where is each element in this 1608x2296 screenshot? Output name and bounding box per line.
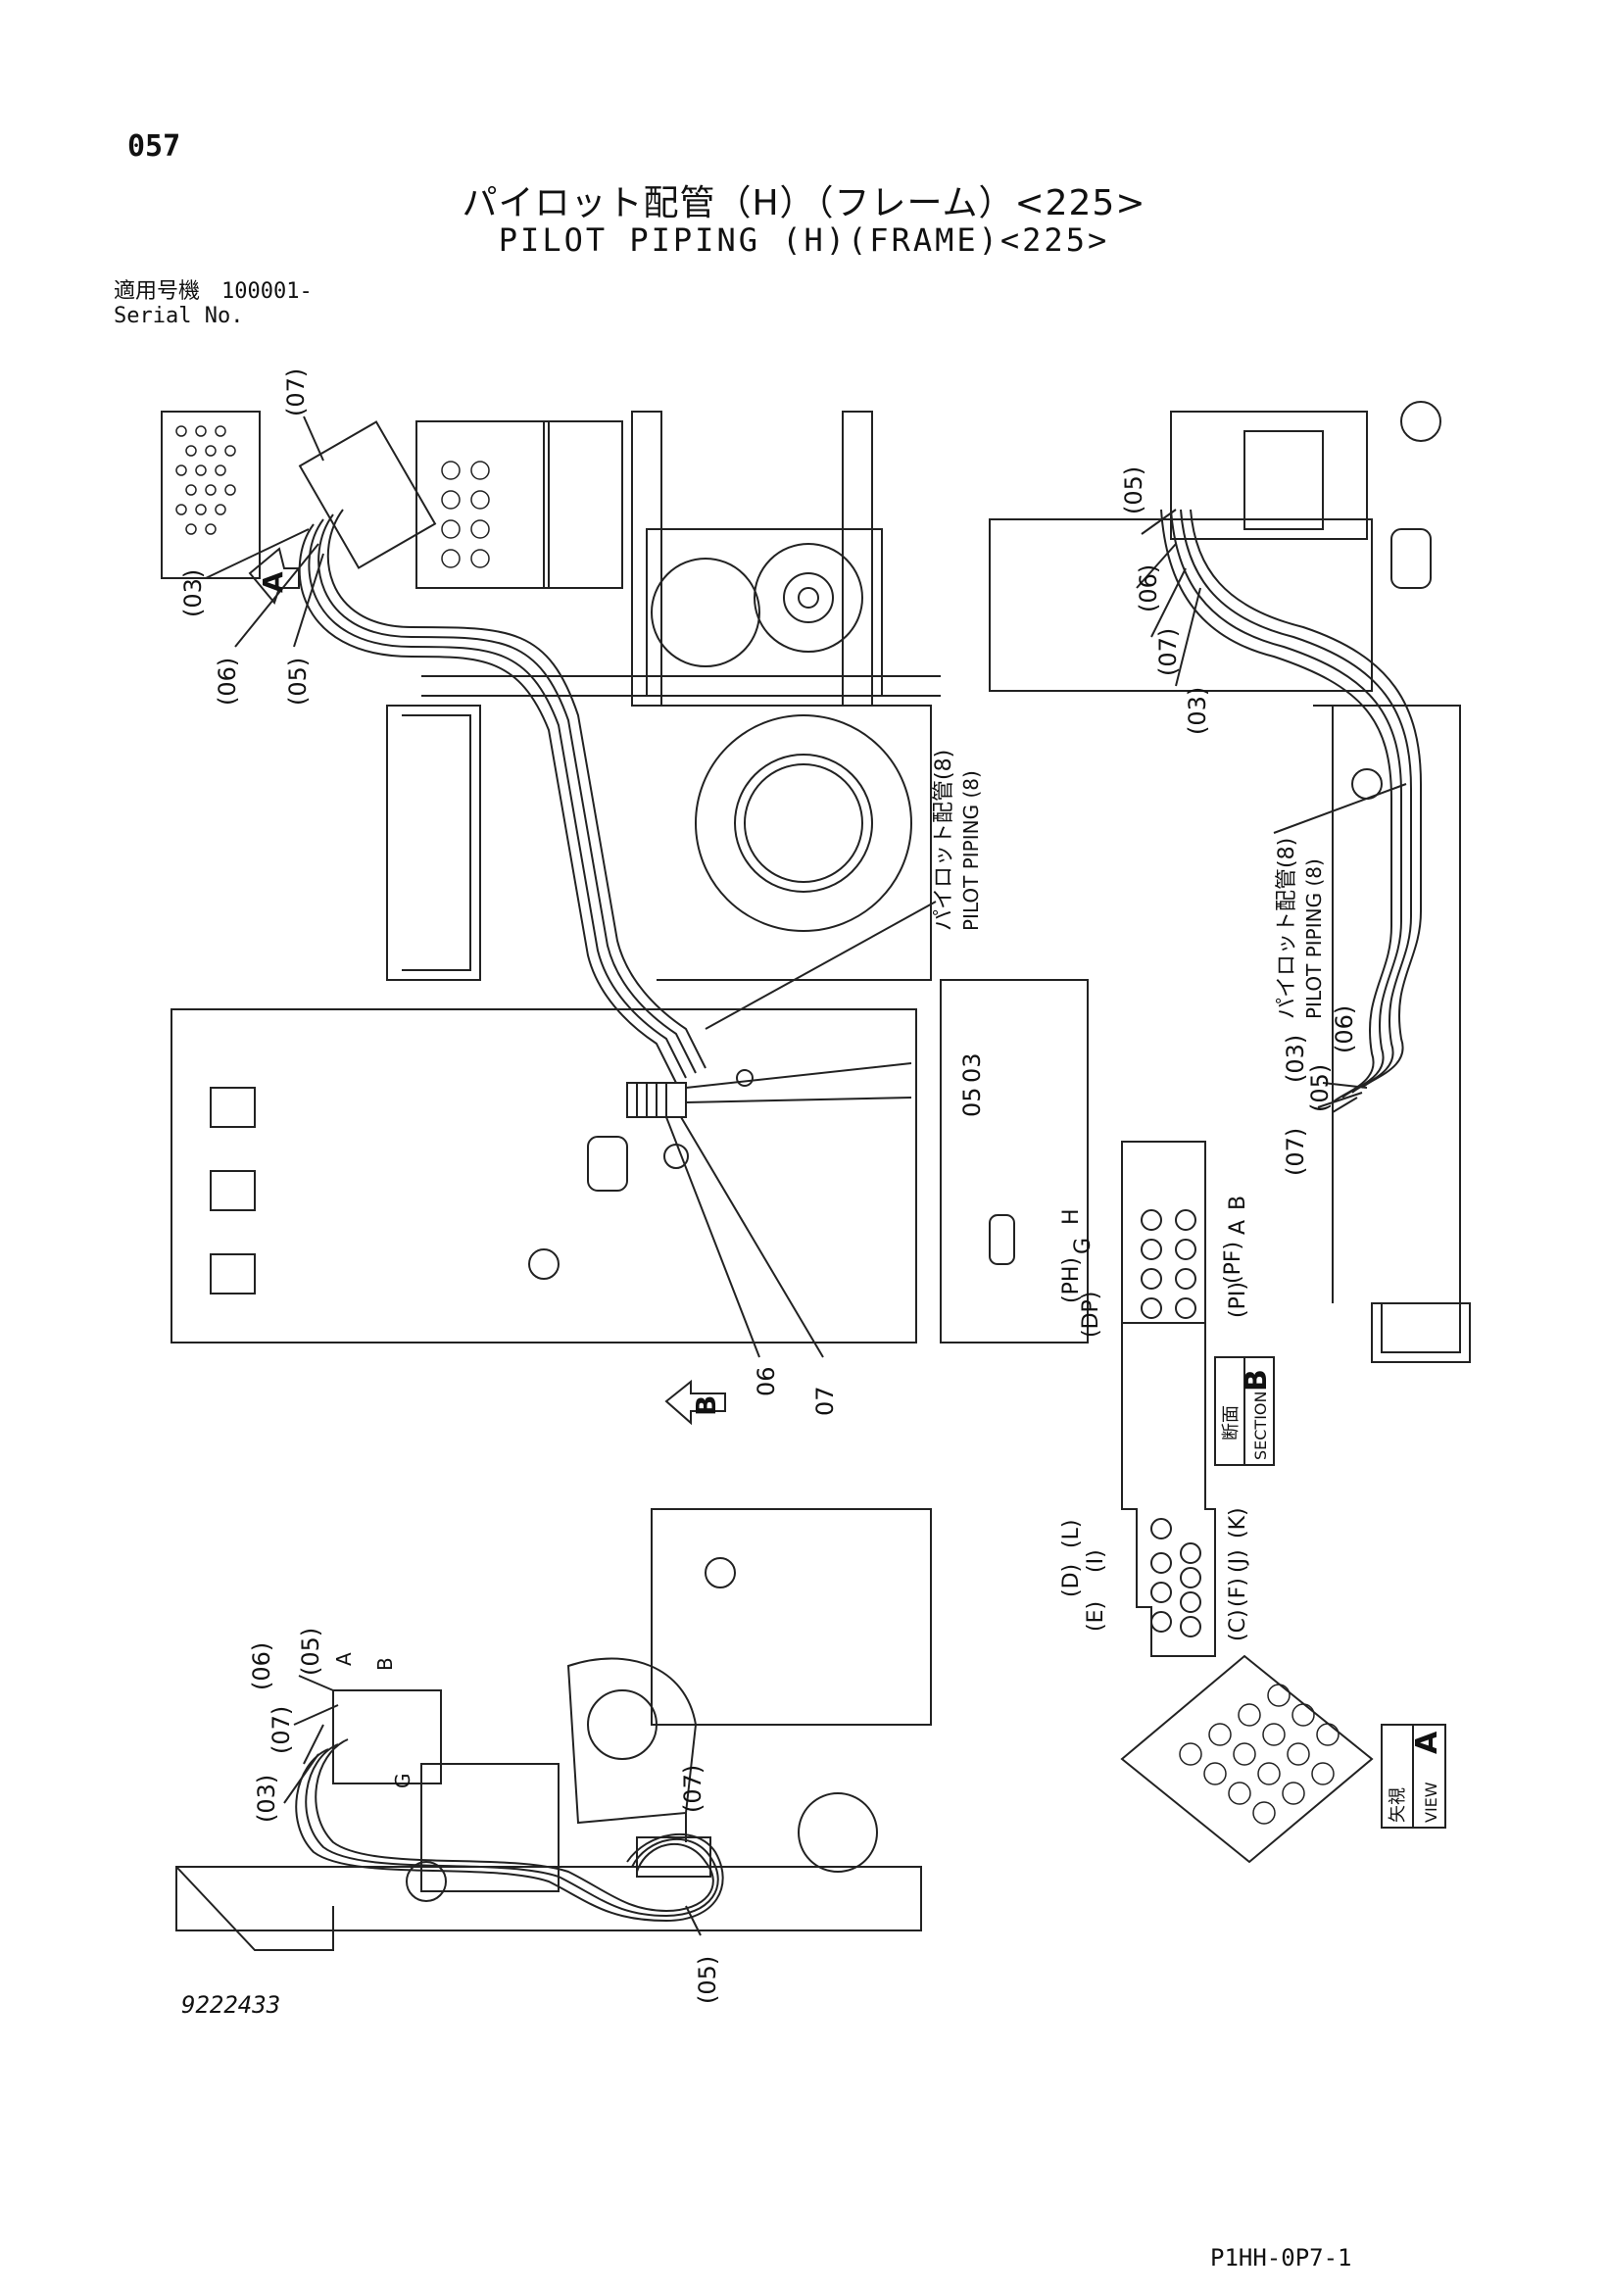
- pilot-piping-en-left: PILOT PIPING (8): [959, 770, 983, 931]
- frame-top-left-view: [161, 411, 1089, 1426]
- callout-06-main: 06: [753, 1366, 780, 1396]
- section-b-port-block: [1121, 1141, 1216, 1657]
- port-e: (E): [1084, 1601, 1108, 1632]
- port-b: B: [1226, 1196, 1250, 1210]
- callout-07-bottom-right: (07): [679, 1765, 707, 1813]
- callout-05-right: (05): [1120, 466, 1147, 514]
- title-english: PILOT PIPING (H)(FRAME)<225>: [498, 221, 1110, 259]
- callout-03-main: 03: [958, 1052, 986, 1083]
- port-j: (J): [1226, 1549, 1250, 1573]
- view-arrow-b: B: [690, 1395, 722, 1416]
- callout-06-right-lower: (06): [1331, 1005, 1358, 1053]
- section-label-en: SECTION: [1251, 1392, 1270, 1461]
- port-d: (D): [1059, 1564, 1084, 1597]
- callout-05-bottom: (05): [297, 1628, 324, 1676]
- port-k: (K): [1226, 1507, 1250, 1539]
- view-arrow-a: A: [257, 571, 289, 593]
- port-g-bottom: G: [391, 1774, 414, 1789]
- title-japanese: パイロット配管（H）（フレーム）<225>: [462, 183, 1146, 223]
- callout-03-top-left: (03): [179, 569, 207, 617]
- callout-07-main: 07: [811, 1386, 839, 1416]
- port-ph: (PH): [1059, 1257, 1084, 1303]
- callout-05-right-lower: (05): [1306, 1064, 1334, 1112]
- callout-06-right: (06): [1135, 564, 1162, 612]
- serial-label-jp: 適用号機 100001-: [114, 279, 313, 304]
- port-f: (F): [1226, 1578, 1250, 1607]
- port-a: A: [1226, 1220, 1250, 1235]
- callout-03-bottom: (03): [253, 1775, 280, 1823]
- frame-top-right-view: [989, 401, 1471, 1363]
- view-letter: A: [1410, 1731, 1444, 1754]
- port-h: H: [1059, 1208, 1084, 1225]
- callout-06-bottom: (06): [248, 1642, 275, 1690]
- view-label-en: VIEW: [1422, 1782, 1440, 1823]
- port-pi: (PI): [1226, 1282, 1250, 1318]
- port-b-bottom: B: [373, 1657, 397, 1671]
- callout-07-right: (07): [1154, 628, 1182, 676]
- pilot-piping-en-right: PILOT PIPING (8): [1302, 858, 1326, 1019]
- frame-bottom-left-view: [175, 1508, 932, 1951]
- view-label-jp: 矢視: [1388, 1787, 1408, 1823]
- page-code: P1HH-0P7-1: [1210, 2244, 1352, 2272]
- port-dp: (DP): [1079, 1292, 1103, 1338]
- serial-info: 適用号機 100001- Serial No.: [114, 279, 313, 328]
- callout-07-top-left: (07): [282, 368, 310, 416]
- port-l: (L): [1059, 1520, 1084, 1548]
- pilot-piping-jp-right: パイロット配管(8): [1275, 838, 1299, 1019]
- callout-06-top-left: (06): [214, 658, 241, 706]
- section-label-jp: 断面: [1221, 1405, 1242, 1441]
- pilot-piping-jp-left: パイロット配管(8): [932, 750, 956, 931]
- callout-03-right: (03): [1184, 687, 1211, 735]
- port-g: G: [1071, 1238, 1096, 1254]
- drawing-number: 9222433: [181, 1991, 281, 2019]
- section-letter: B: [1240, 1369, 1274, 1392]
- page-number: 057: [127, 129, 181, 164]
- callout-05-main: 05: [958, 1087, 986, 1117]
- serial-label-en: Serial No.: [114, 304, 244, 328]
- callout-03-right-lower: (03): [1282, 1035, 1309, 1083]
- port-a-bottom: A: [332, 1652, 356, 1666]
- callout-05-bottom-right: (05): [694, 1956, 721, 2004]
- port-i: (I): [1084, 1549, 1108, 1573]
- callout-05-top-left: (05): [284, 658, 312, 706]
- callout-07-bottom: (07): [268, 1706, 295, 1754]
- port-pf: (PF): [1221, 1242, 1245, 1284]
- view-a-detail: [1120, 1654, 1374, 1864]
- callout-07-right-lower: (07): [1282, 1128, 1309, 1176]
- port-c: (C): [1226, 1609, 1250, 1641]
